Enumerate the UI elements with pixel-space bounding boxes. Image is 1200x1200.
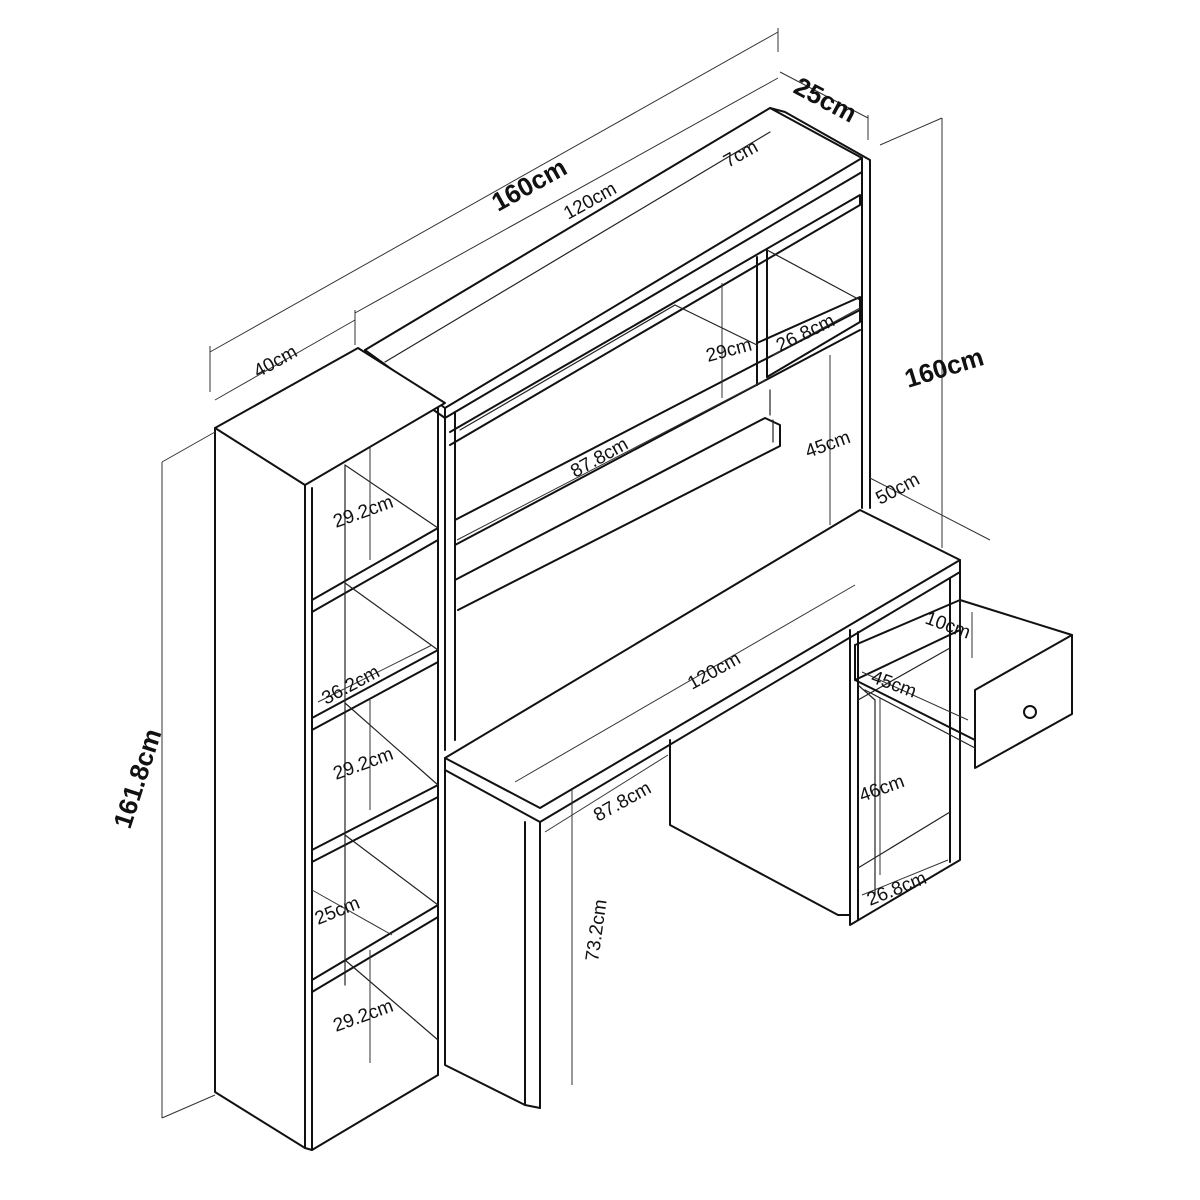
label-shelf-3: 29.2cm: [331, 996, 397, 1037]
bookcase-shelf-4: [311, 904, 439, 993]
label-desk-leg-height: 73.2cm: [582, 898, 611, 963]
label-shelf-1: 29.2cm: [331, 492, 397, 533]
bookcase-shelf-2: [311, 649, 439, 731]
hutch-right-side: [769, 107, 871, 509]
dimension-lines: [161, 28, 991, 1119]
label-pedestal-height: 46cm: [857, 771, 908, 807]
desk-top: [444, 509, 961, 809]
bookcase-shelf-1: [311, 527, 439, 613]
bookcase-shelf-3: [311, 784, 439, 863]
label-pedestal-width: 26.8cm: [864, 868, 930, 911]
label-overall-width: 160cm: [486, 152, 571, 217]
desk-unit: [444, 509, 1073, 1109]
label-bookcase-height: 161.8cm: [107, 725, 167, 832]
label-shelf-depth: 25cm: [312, 893, 363, 930]
drawer-front: [974, 634, 1073, 769]
bookcase-top: [214, 347, 446, 486]
hutch-back-riser: [454, 417, 781, 611]
label-drawer-depth: 45cm: [868, 667, 919, 703]
label-hutch-inner-width: 87.8cm: [567, 434, 632, 483]
label-shelf-2: 29.2cm: [331, 744, 397, 785]
label-hutch-clearance: 45cm: [803, 427, 854, 463]
label-desk-inner-width: 87.8cm: [590, 778, 655, 827]
bookcase-unit: [214, 347, 446, 1151]
label-drawer-height: 10cm: [922, 608, 973, 644]
drawer-knob-icon: [1023, 705, 1037, 719]
hutch-middle-shelf: [449, 194, 861, 446]
label-cubby-height: 29cm: [704, 335, 754, 367]
hutch-top-shelf: [364, 107, 863, 409]
label-cubby-width: 26.8cm: [773, 310, 838, 356]
label-bookcase-width: 40cm: [250, 341, 301, 382]
label-overall-height: 160cm: [901, 341, 987, 393]
label-desk-depth: 50cm: [872, 469, 923, 509]
